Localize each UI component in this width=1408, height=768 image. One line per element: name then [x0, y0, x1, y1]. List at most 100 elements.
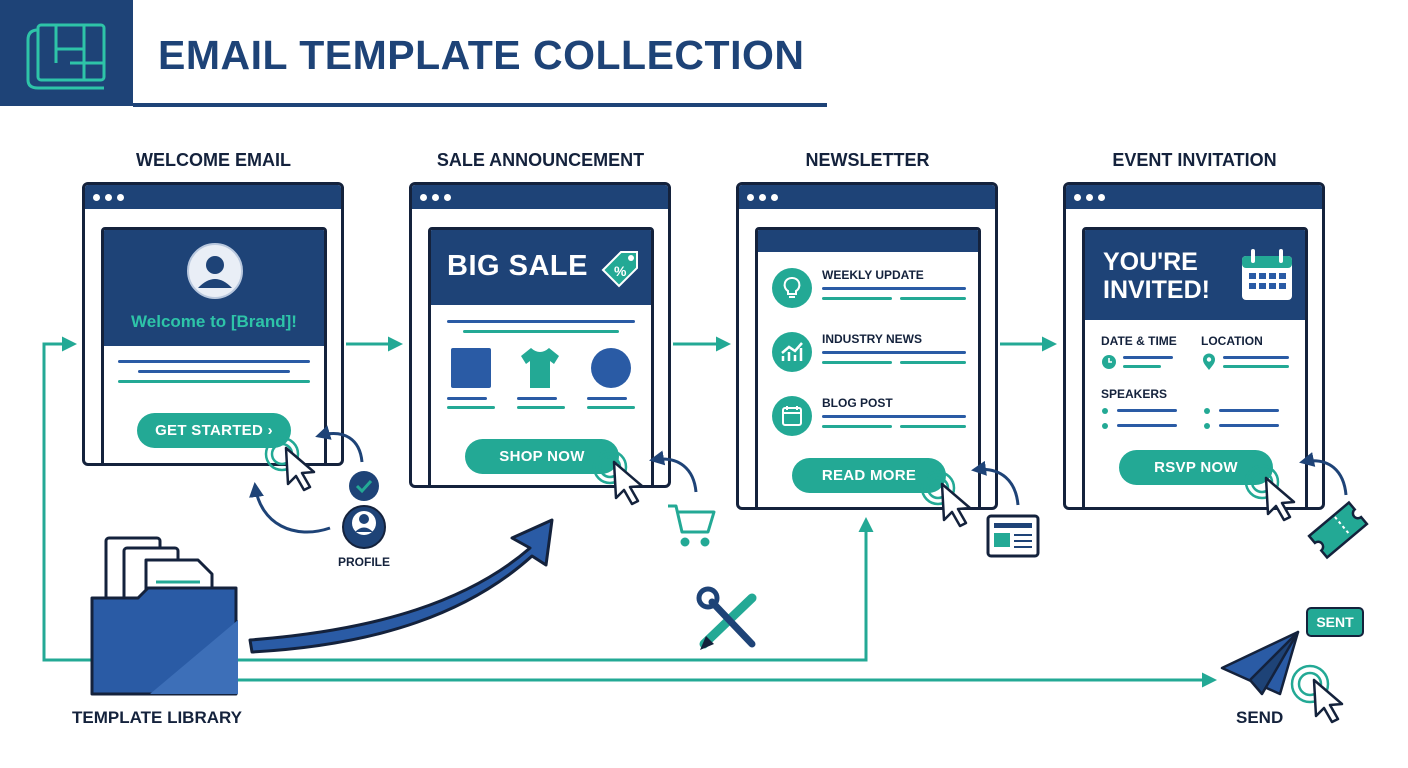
cursor-icon	[592, 449, 644, 506]
location-pin-icon	[1203, 353, 1215, 370]
event-field-label: LOCATION	[1201, 334, 1263, 348]
window-titlebar	[1066, 185, 1322, 209]
ticket-icon	[1307, 500, 1369, 560]
product-square	[451, 348, 491, 388]
newspaper-icon	[986, 514, 1040, 558]
title-underline	[133, 103, 827, 107]
event-card: YOU'RE INVITED! DATE & TIME LOCATION SPE…	[1082, 227, 1308, 507]
sale-card: BIG SALE % SHOP NOW	[428, 227, 654, 485]
blueprint-icon	[26, 23, 106, 90]
text-line	[138, 370, 290, 373]
calendar-small-icon	[772, 396, 812, 436]
welcome-heading: Welcome to [Brand]!	[131, 312, 297, 331]
sale-heading: BIG SALE	[447, 250, 588, 282]
newsletter-item-label: BLOG POST	[822, 396, 893, 410]
price-tag-icon: %	[601, 251, 638, 288]
bullet	[1204, 423, 1210, 429]
text-line	[822, 351, 966, 354]
cursor-icon	[264, 436, 316, 492]
product-circle	[591, 348, 631, 388]
welcome-email-window[interactable]: Welcome to [Brand]! GET STARTED ›	[82, 182, 344, 466]
template-title-sale: SALE ANNOUNCEMENT	[436, 150, 645, 170]
text-line	[822, 425, 892, 428]
event-heading-1: YOU'RE	[1103, 248, 1198, 276]
text-line	[900, 425, 966, 428]
newsletter-item-label: INDUSTRY NEWS	[822, 332, 923, 346]
chart-icon	[772, 332, 812, 372]
template-title-newsletter: NEWSLETTER	[805, 150, 930, 170]
text-line	[1219, 424, 1279, 427]
tools-icon	[696, 586, 757, 650]
text-line	[1117, 424, 1177, 427]
curve-arrow	[971, 460, 1020, 506]
header-logo	[0, 0, 133, 106]
paper-plane-icon	[1220, 630, 1300, 696]
text-line	[1223, 365, 1289, 368]
text-line	[1123, 365, 1161, 368]
svg-text:%: %	[614, 263, 627, 279]
text-line	[900, 297, 966, 300]
curve-arrow	[1299, 452, 1348, 496]
curve-arrow	[315, 425, 364, 463]
avatar-icon	[187, 243, 243, 299]
event-heading-2: INVITED!	[1103, 276, 1210, 304]
page-title: EMAIL TEMPLATE COLLECTION	[158, 32, 805, 78]
text-line	[1223, 356, 1289, 359]
welcome-banner: Welcome to [Brand]!	[104, 230, 324, 346]
template-library-label: TEMPLATE LIBRARY	[72, 708, 242, 727]
event-invitation-window[interactable]: YOU'RE INVITED! DATE & TIME LOCATION SPE…	[1063, 182, 1325, 510]
sale-banner: BIG SALE %	[431, 230, 651, 305]
text-line	[587, 406, 635, 409]
template-title-welcome: WELCOME EMAIL	[136, 150, 291, 170]
folder-icon	[90, 536, 238, 696]
arrow-library-to-newsletter	[238, 517, 874, 662]
profile-label: PROFILE	[338, 555, 391, 569]
cursor-icon	[1244, 464, 1296, 522]
clock-icon	[1102, 355, 1116, 369]
text-line	[822, 287, 966, 290]
text-line	[900, 361, 966, 364]
profile-icon	[342, 505, 386, 549]
text-line	[118, 360, 310, 363]
text-line	[447, 397, 487, 400]
welcome-email-card: Welcome to [Brand]! GET STARTED ›	[101, 227, 327, 463]
event-banner: YOU'RE INVITED!	[1085, 230, 1305, 320]
sale-announcement-window[interactable]: BIG SALE % SHOP NOW	[409, 182, 671, 488]
lightbulb-icon	[772, 268, 812, 308]
shopping-cart-icon	[668, 504, 716, 547]
cursor-icon	[1290, 664, 1344, 724]
text-line	[822, 361, 892, 364]
newsletter-window[interactable]: WEEKLY UPDATE INDUSTRY NEWS BLOG POST RE…	[736, 182, 998, 510]
bullet	[1102, 423, 1108, 429]
newsletter-item-label: WEEKLY UPDATE	[822, 268, 924, 282]
window-titlebar	[85, 185, 341, 209]
newsletter-banner	[758, 230, 978, 252]
cursor-icon	[920, 470, 972, 528]
text-line	[447, 320, 635, 323]
get-started-button[interactable]: GET STARTED ›	[137, 413, 291, 448]
template-title-event: EVENT INVITATION	[1112, 150, 1277, 170]
text-line	[1123, 356, 1173, 359]
text-line	[822, 415, 966, 418]
curve-arrow	[649, 450, 698, 493]
text-line	[447, 406, 495, 409]
text-line	[517, 397, 557, 400]
window-titlebar	[412, 185, 668, 209]
event-field-label: SPEAKERS	[1101, 387, 1168, 401]
bullet	[1102, 408, 1108, 414]
newsletter-card: WEEKLY UPDATE INDUSTRY NEWS BLOG POST RE…	[755, 227, 981, 507]
text-line	[1117, 409, 1177, 412]
text-line	[118, 380, 310, 383]
curve-arrow-profile	[249, 482, 331, 534]
event-field-label: DATE & TIME	[1101, 334, 1177, 348]
bullet	[1204, 408, 1210, 414]
text-line	[587, 397, 627, 400]
text-line	[822, 297, 892, 300]
text-line	[463, 330, 619, 333]
big-curved-arrow	[248, 518, 554, 654]
read-more-button[interactable]: READ MORE	[792, 458, 946, 493]
calendar-icon	[1242, 249, 1292, 300]
check-icon	[349, 471, 379, 501]
send-label: SEND	[1236, 708, 1284, 727]
